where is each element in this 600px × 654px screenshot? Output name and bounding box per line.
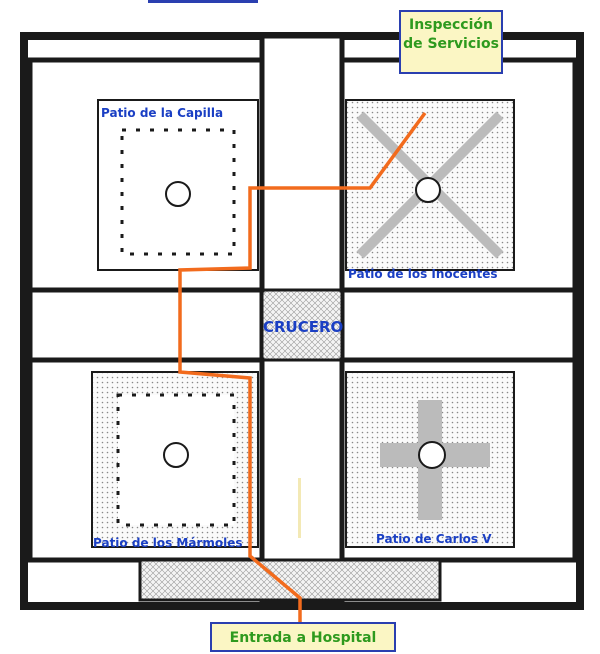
origin-callout: Entrada a Hospital Real: [210, 622, 396, 652]
label-patio-marmoles: Patio de los Mármoles: [93, 536, 243, 550]
destination-line-2: de Servicios: [403, 36, 499, 52]
route-line: [178, 111, 427, 622]
label-crucero: CRUCERO: [263, 318, 344, 336]
label-patio-capilla: Patio de la Capilla: [101, 106, 224, 120]
destination-callout: Inspección de Servicios: [399, 10, 503, 74]
destination-line-1: Inspección: [408, 17, 493, 33]
entrance-hall: [138, 558, 442, 602]
crucero-area: [260, 288, 344, 362]
label-patio-carlos-v: Patio de Carlos V: [376, 532, 492, 546]
label-patio-inocentes: Patio de los Inocentes: [348, 267, 498, 281]
